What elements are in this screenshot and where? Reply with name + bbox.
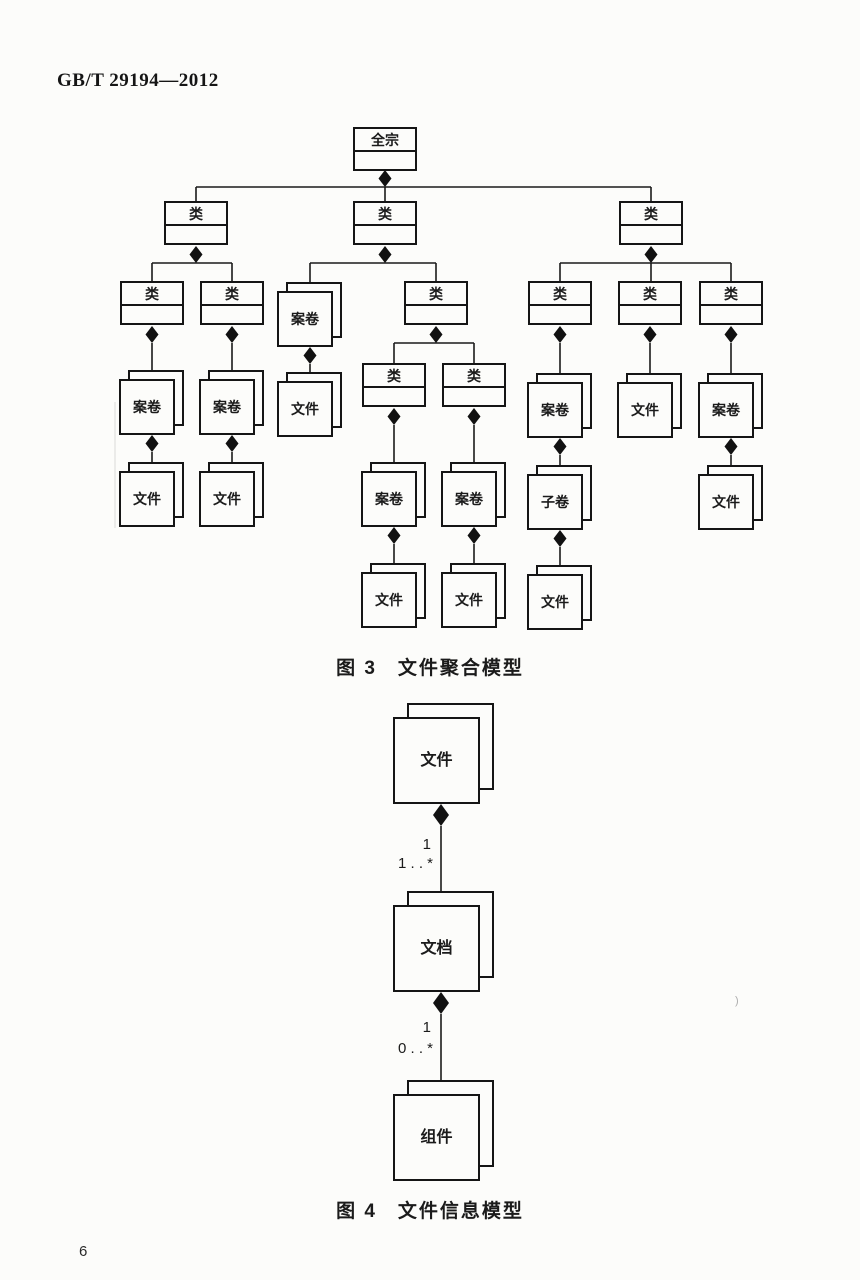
- fig3-node-folder-l1: 案卷: [119, 370, 184, 435]
- fig4-caption: 图 4 文件信息模型: [336, 1201, 524, 1222]
- fig3-caption: 图 3 文件聚合模型: [336, 658, 524, 679]
- fig3-node-fonds-attributes: [355, 152, 415, 169]
- fig3-node-folder-r1: 案卷: [527, 373, 592, 438]
- fig3-node-fonds: 全宗: [353, 127, 417, 171]
- fig3-node-class-middle: 类: [353, 201, 417, 245]
- fig3-node-folder-m2: 案卷: [441, 462, 506, 527]
- fig3-node-class-m1: 类: [362, 363, 426, 407]
- fig4-node-component: 组件: [393, 1080, 494, 1181]
- fig3-node-folder-l2: 案卷: [199, 370, 264, 435]
- aggregation-diamonds: [145, 170, 738, 1014]
- page-number: 6: [79, 1243, 88, 1260]
- fig3-node-folder-r3: 案卷: [698, 373, 763, 438]
- fig3-node-file-l2: 文件: [199, 462, 264, 527]
- fig3-node-file-m2: 文件: [441, 563, 506, 628]
- fig3-node-file-m1: 文件: [361, 563, 426, 628]
- scan-streak: [114, 402, 116, 528]
- fig3-node-class-r2: 类: [618, 281, 682, 325]
- scan-artifact: ): [735, 995, 739, 1007]
- fig3-node-file-r1: 文件: [527, 565, 592, 630]
- fig3-node-file-r3: 文件: [698, 465, 763, 530]
- fig3-node-file-l1: 文件: [119, 462, 184, 527]
- fig3-node-file-m0: 文件: [277, 372, 342, 437]
- fig4-node-document: 文档: [393, 891, 494, 992]
- fig3-node-class-l1: 类: [120, 281, 184, 325]
- fig4-multiplicity-component-side: 0 . . *: [398, 1040, 434, 1057]
- fig3-node-folder-m1: 案卷: [361, 462, 426, 527]
- fig3-node-class-l2: 类: [200, 281, 264, 325]
- document-code: GB/T 29194—2012: [57, 70, 219, 91]
- fig3-node-class-left: 类: [164, 201, 228, 245]
- fig3-node-subfolder-r1: 子卷: [527, 465, 592, 530]
- fig3-node-folder-m0: 案卷: [277, 282, 342, 347]
- fig4-multiplicity-document-side: 1 . . *: [398, 855, 434, 872]
- fig4-node-file: 文件: [393, 703, 494, 804]
- fig3-node-class-m-sub: 类: [404, 281, 468, 325]
- fig3-node-class-r1: 类: [528, 281, 592, 325]
- fig3-node-fonds-label: 全宗: [355, 129, 415, 152]
- fig4-multiplicity-document2-side: 1: [422, 1019, 431, 1036]
- fig4-multiplicity-file-side: 1: [422, 836, 431, 853]
- fig3-node-class-m2: 类: [442, 363, 506, 407]
- fig3-node-class-r3: 类: [699, 281, 763, 325]
- fig3-node-file-r2: 文件: [617, 373, 682, 438]
- fig3-node-class-right: 类: [619, 201, 683, 245]
